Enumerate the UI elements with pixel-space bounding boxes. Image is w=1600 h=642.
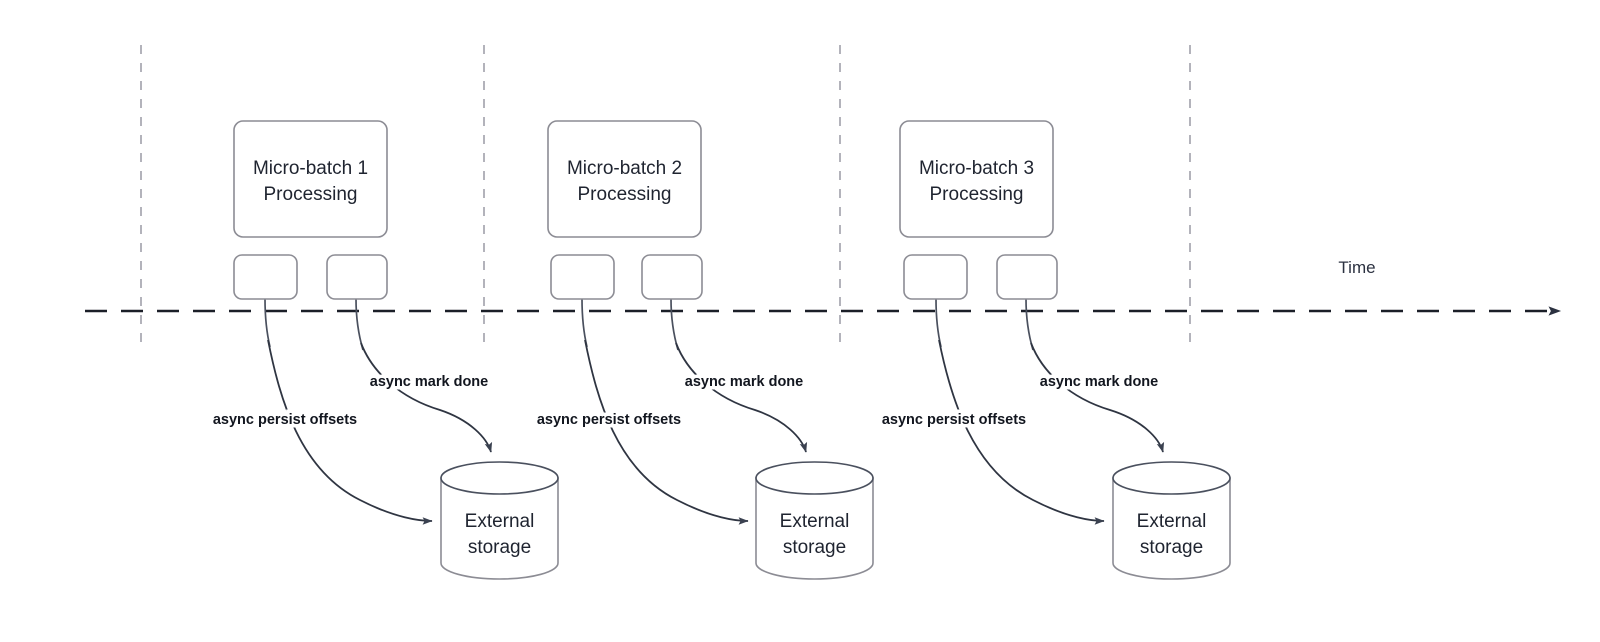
external-storage-2[interactable]: External storage: [755, 461, 874, 580]
async-mark-done-1-curve: [360, 342, 493, 453]
async-mark-done-2-label: async mark done: [685, 374, 803, 390]
task-box-3a[interactable]: [903, 254, 968, 300]
micro-batch-2-box[interactable]: Micro-batch 2 Processing: [547, 120, 702, 238]
task-box-2a[interactable]: [550, 254, 615, 300]
group-2: Micro-batch 2 Processing External storag…: [547, 120, 874, 580]
micro-batch-2-label-line1: Micro-batch 2: [567, 158, 682, 179]
time-axis-label: Time: [1338, 258, 1375, 277]
task-box-1a[interactable]: [233, 254, 298, 300]
external-storage-1[interactable]: External storage: [440, 461, 559, 580]
async-mark-done-3-curve: [1030, 342, 1165, 453]
stub-3b: [1025, 298, 1034, 351]
micro-batch-3-label-line2: Processing: [930, 184, 1024, 205]
micro-batch-1-label-line2: Processing: [264, 184, 358, 205]
async-persist-offsets-1-curve: [267, 339, 433, 525]
storage-3-label-line1: External: [1137, 511, 1207, 532]
stub-2b: [670, 298, 679, 351]
storage-2-top: [755, 461, 874, 495]
async-mark-done-2-curve: [675, 342, 808, 453]
storage-3-top: [1112, 461, 1231, 495]
async-mark-done-3-label: async mark done: [1040, 374, 1158, 390]
task-box-1b[interactable]: [326, 254, 388, 300]
task-box-3b[interactable]: [996, 254, 1058, 300]
micro-batch-3-rect: [899, 120, 1054, 238]
external-storage-3[interactable]: External storage: [1112, 461, 1231, 580]
micro-batch-3-box[interactable]: Micro-batch 3 Processing: [899, 120, 1054, 238]
stub-3a: [935, 298, 942, 348]
async-persist-offsets-2-label: async persist offsets: [537, 412, 681, 428]
storage-2-body: [755, 477, 874, 580]
stub-1b: [355, 298, 364, 351]
time-axis: Time: [85, 258, 1562, 316]
storage-3-body: [1112, 477, 1231, 580]
storage-2-label-line2: storage: [783, 537, 846, 558]
stub-1a: [264, 298, 271, 348]
storage-1-top: [440, 461, 559, 495]
storage-2-label-line1: External: [780, 511, 850, 532]
async-mark-done-1-label: async mark done: [370, 374, 488, 390]
group-1: Micro-batch 1 Processing External storag…: [233, 120, 559, 580]
micro-batch-2-rect: [547, 120, 702, 238]
batch-boundaries: [140, 45, 1191, 343]
async-persist-offsets-3-curve: [938, 339, 1105, 525]
micro-batch-1-rect: [233, 120, 388, 238]
storage-1-body: [440, 477, 559, 580]
group-3: Micro-batch 3 Processing External storag…: [899, 120, 1231, 580]
micro-batch-3-label-line1: Micro-batch 3: [919, 158, 1034, 179]
async-persist-offsets-1-label: async persist offsets: [213, 412, 357, 428]
micro-batch-2-label-line2: Processing: [578, 184, 672, 205]
storage-1-label-line1: External: [465, 511, 535, 532]
async-persist-offsets-2-curve: [584, 339, 749, 525]
storage-1-label-line2: storage: [468, 537, 531, 558]
micro-batch-1-box[interactable]: Micro-batch 1 Processing: [233, 120, 388, 238]
storage-3-label-line2: storage: [1140, 537, 1203, 558]
async-persist-offsets-3-label: async persist offsets: [882, 412, 1026, 428]
task-box-2b[interactable]: [641, 254, 703, 300]
micro-batch-1-label-line1: Micro-batch 1: [253, 158, 368, 179]
edge-labels: async mark done async persist offsets as…: [209, 371, 1161, 432]
stub-2a: [581, 298, 588, 348]
